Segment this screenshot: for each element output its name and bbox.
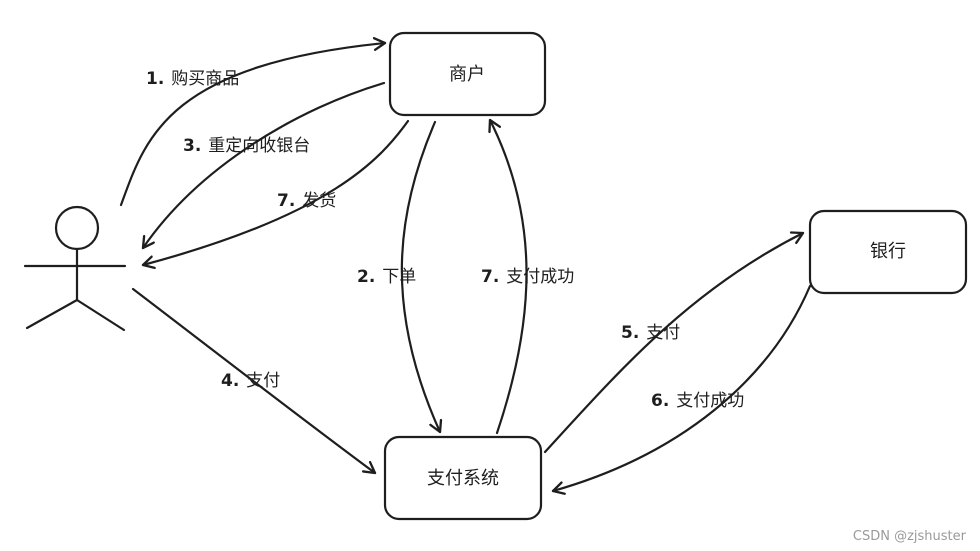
- payment-system-label: 支付系统: [427, 468, 499, 489]
- edge-3-arrow: [141, 81, 386, 250]
- edge-5-label: 5.支付: [621, 323, 680, 343]
- user-actor-icon: [23, 205, 127, 332]
- bank-label: 银行: [870, 241, 906, 262]
- edge-4-arrow: [131, 287, 377, 475]
- edge-7-success-label: 7.支付成功: [481, 267, 574, 287]
- edge-7-ship-arrow: [141, 119, 410, 270]
- edge-7-success-arrow: [488, 118, 528, 435]
- edge-6-arrow: [551, 284, 812, 495]
- edge-5-arrow: [543, 231, 805, 454]
- edge-2-arrow: [400, 120, 443, 434]
- edge-6-label: 6.支付成功: [651, 391, 744, 411]
- edge-1-arrow: [119, 37, 387, 207]
- edge-3-label: 3.重定向收银台: [183, 136, 310, 156]
- watermark: CSDN @zjshuster: [853, 529, 967, 544]
- bank-node: 银行: [808, 209, 968, 295]
- merchant-node: 商户: [388, 31, 547, 117]
- payment-system-node: 支付系统: [383, 435, 543, 521]
- edge-7-ship-label: 7.发货: [277, 191, 336, 211]
- edge-4-label: 4.支付: [221, 371, 280, 391]
- merchant-label: 商户: [449, 64, 485, 85]
- edge-2-label: 2.下单: [357, 267, 416, 287]
- edge-1-label: 1.购买商品: [146, 69, 239, 89]
